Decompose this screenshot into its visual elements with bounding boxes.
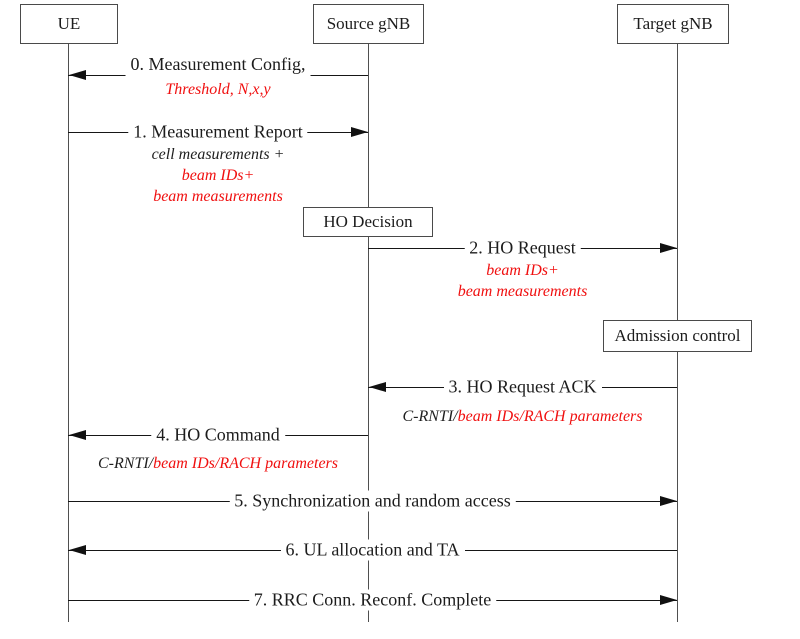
- message-note-segment: cell measurements +: [151, 146, 285, 163]
- arrowhead-icon-msg-4: [69, 430, 86, 441]
- actor-label-ue: UE: [57, 14, 81, 33]
- arrowhead-icon-msg-3: [369, 382, 386, 393]
- actor-box-target: Target gNB: [617, 4, 729, 44]
- process-box-label-ho-decision: HO Decision: [323, 212, 413, 231]
- message-note-line: Threshold, N,x,y: [165, 79, 270, 100]
- actor-label-target: Target gNB: [633, 14, 713, 33]
- arrowhead-icon-msg-7: [660, 595, 677, 606]
- message-note-line: C-RNTI/beam IDs/RACH parameters: [98, 453, 338, 474]
- message-note-line: cell measurements +: [152, 144, 285, 165]
- message-note-line: beam measurements: [152, 186, 285, 207]
- arrowhead-icon-msg-5: [660, 496, 677, 507]
- arrowhead-icon-msg-6: [69, 545, 86, 556]
- message-note-segment: beam measurements: [457, 283, 588, 300]
- lifeline-ue: [68, 44, 69, 622]
- message-note-segment: beam IDs/RACH parameters: [457, 408, 643, 425]
- message-label-msg-3: 3. HO Request ACK: [443, 376, 602, 398]
- message-label-msg-0: 0. Measurement Config,: [125, 54, 311, 78]
- message-notes-msg-1: cell measurements + beam IDs+ beam measure…: [151, 144, 285, 207]
- message-notes-msg-0: Threshold, N,x,y: [165, 79, 271, 100]
- message-label-msg-7: 7. RRC Conn. Reconf. Complete: [248, 589, 497, 611]
- message-notes-msg-3: C-RNTI/beam IDs/RACH parameters: [402, 406, 643, 427]
- message-note-line: C-RNTI/beam IDs/RACH parameters: [403, 406, 643, 427]
- message-label-msg-5: 5. Synchronization and random access: [229, 490, 516, 512]
- lifeline-source: [368, 44, 369, 622]
- actor-box-source: Source gNB: [313, 4, 424, 44]
- message-label-msg-6: 6. UL allocation and TA: [280, 539, 465, 561]
- message-label-msg-4: 4. HO Command: [151, 424, 285, 446]
- process-box-label-admission-control: Admission control: [614, 326, 741, 345]
- message-note-segment: beam IDs+: [486, 262, 559, 279]
- message-note-segment: C-RNTI/: [402, 408, 458, 425]
- message-note-segment: Threshold, N,x,y: [165, 81, 271, 98]
- arrowhead-icon-msg-2: [660, 243, 677, 254]
- arrowhead-icon-msg-0: [69, 70, 86, 81]
- message-note-segment: beam IDs+: [181, 167, 255, 184]
- message-notes-msg-2: beam IDs+ beam measurements: [457, 260, 588, 302]
- message-note-segment: beam IDs/RACH parameters: [153, 455, 338, 472]
- message-note-line: beam IDs+: [152, 165, 285, 186]
- message-note-line: beam measurements: [458, 281, 588, 302]
- message-note-line: beam IDs+: [458, 260, 588, 281]
- message-notes-msg-4: C-RNTI/beam IDs/RACH parameters: [98, 453, 338, 474]
- process-box-admission-control: Admission control: [603, 320, 752, 352]
- message-note-segment: beam measurements: [153, 188, 283, 205]
- message-label-msg-1: 1. Measurement Report: [128, 121, 308, 143]
- message-label-msg-2: 2. HO Request: [464, 237, 581, 259]
- arrowhead-icon-msg-1: [351, 127, 368, 138]
- process-box-ho-decision: HO Decision: [303, 207, 433, 237]
- actor-label-source: Source gNB: [326, 14, 411, 33]
- actor-box-ue: UE: [20, 4, 118, 44]
- message-note-segment: C-RNTI/: [98, 455, 154, 472]
